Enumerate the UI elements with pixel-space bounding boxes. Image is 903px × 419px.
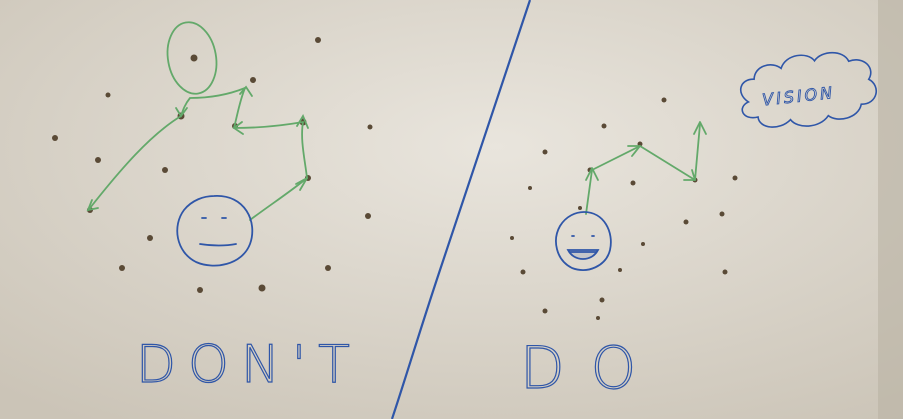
dot xyxy=(601,123,607,129)
face-outline xyxy=(176,195,254,267)
face-outline xyxy=(555,211,612,271)
dot xyxy=(315,37,321,43)
dot xyxy=(683,219,689,225)
dot xyxy=(596,316,600,320)
dot xyxy=(641,242,645,246)
circled-dot xyxy=(166,21,218,95)
happy-face xyxy=(555,211,612,271)
divider-line xyxy=(390,0,532,419)
dot xyxy=(367,124,373,130)
dot xyxy=(258,284,266,292)
do-label: DO xyxy=(520,334,662,402)
dot xyxy=(732,175,738,181)
dot xyxy=(630,180,636,186)
mouth xyxy=(199,243,237,247)
right-edge-shadow xyxy=(878,0,903,419)
dot xyxy=(599,297,605,303)
dot xyxy=(520,269,526,275)
dot xyxy=(542,308,548,314)
dot xyxy=(190,54,198,62)
dot xyxy=(147,235,153,241)
cloud-outline xyxy=(739,51,878,128)
dont-label: DON'T xyxy=(136,335,362,395)
dot xyxy=(105,92,111,98)
sad-face xyxy=(176,195,254,267)
dot xyxy=(119,265,125,271)
do-green-path xyxy=(585,121,707,215)
dont-green-path xyxy=(86,21,309,221)
dot xyxy=(197,287,203,293)
dot xyxy=(365,213,371,219)
dot xyxy=(250,77,256,83)
dot xyxy=(510,236,514,240)
dot xyxy=(95,157,101,163)
dot xyxy=(719,211,725,217)
dot xyxy=(542,149,548,155)
dot xyxy=(52,135,58,141)
dont-panel: DON'T xyxy=(52,21,373,396)
dot xyxy=(661,97,667,103)
dot xyxy=(162,167,168,173)
dot xyxy=(722,269,728,275)
do-panel: DO xyxy=(510,97,738,403)
do-dots xyxy=(510,97,738,320)
dot xyxy=(578,206,582,210)
dot xyxy=(325,265,331,271)
dot xyxy=(618,268,622,272)
dot xyxy=(528,186,532,190)
